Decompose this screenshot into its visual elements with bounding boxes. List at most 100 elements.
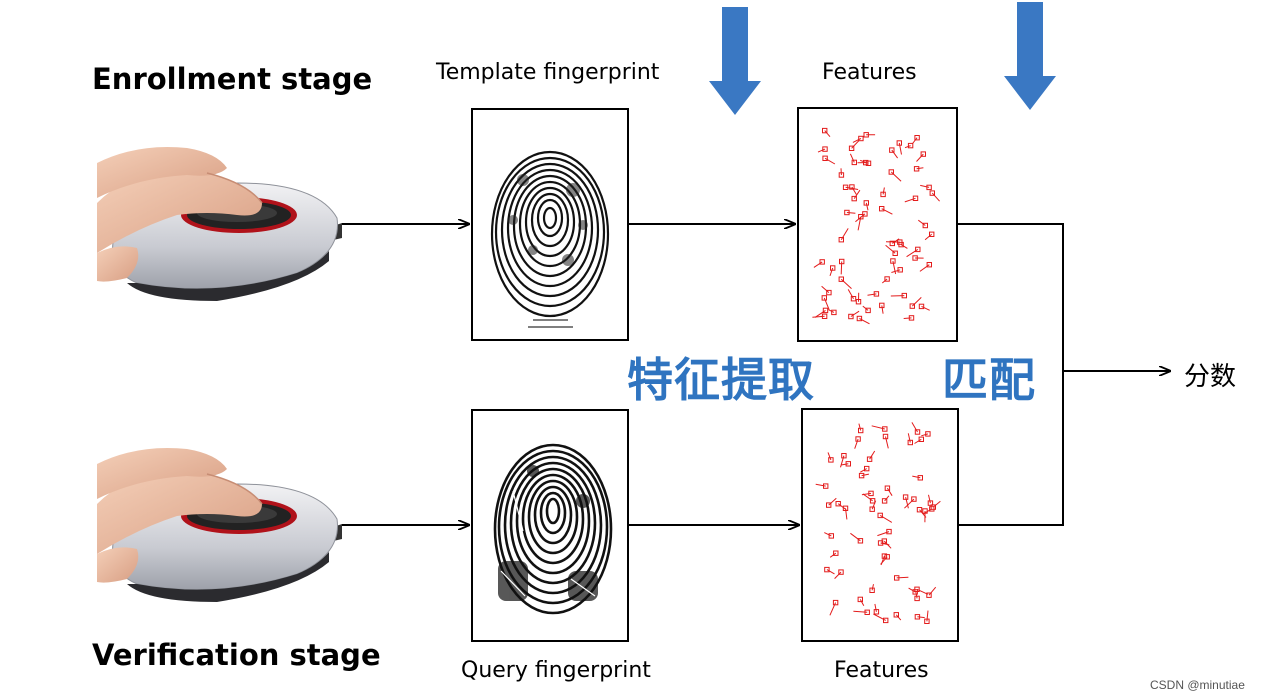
- minutia-marker: [844, 209, 856, 216]
- minutia-marker: [814, 307, 829, 318]
- minutia-marker: [867, 291, 880, 297]
- minutia-marker: [908, 587, 918, 595]
- minutia-marker: [829, 550, 839, 558]
- minutia-marker: [912, 475, 923, 481]
- minutia-marker: [856, 315, 870, 325]
- minutia-marker: [840, 461, 851, 467]
- minutia-marker: [891, 267, 903, 273]
- minutia-marker: [873, 613, 889, 624]
- minutia-marker: [858, 472, 870, 479]
- minutia-marker: [815, 483, 829, 489]
- minutia-marker: [826, 497, 837, 508]
- minutia-marker: [918, 303, 930, 311]
- minutia-marker: [927, 494, 934, 506]
- minutia-marker: [893, 612, 902, 621]
- minutia-marker: [847, 289, 857, 302]
- minutia-marker: [894, 575, 909, 581]
- minutia-marker: [851, 189, 861, 202]
- query-fingerprint-caption: Query fingerprint: [461, 658, 651, 683]
- minutia-marker: [828, 309, 837, 316]
- verification-features-caption: Features: [834, 658, 929, 683]
- minutia-marker: [877, 512, 893, 523]
- minutia-marker: [914, 614, 925, 620]
- verification-stage-title: Verification stage: [92, 638, 381, 672]
- minutia-marker: [860, 465, 870, 473]
- minutia-marker: [914, 590, 920, 602]
- minutia-marker: [877, 528, 892, 537]
- minutia-marker: [857, 214, 864, 231]
- minutia-marker: [904, 142, 914, 149]
- minutia-marker: [850, 532, 864, 544]
- minutia-marker: [880, 187, 886, 198]
- minutia-marker: [882, 433, 889, 449]
- minutia-marker: [863, 200, 869, 211]
- minutia-marker: [812, 313, 828, 320]
- minutia-marker: [857, 596, 865, 607]
- minutia-marker: [896, 140, 902, 155]
- minutia-marker: [860, 159, 872, 166]
- minutia-marker: [827, 452, 834, 463]
- minutia-marker: [852, 135, 864, 143]
- minutia-marker: [884, 485, 893, 496]
- enrollment-minutiae-map: [812, 127, 940, 325]
- minutia-marker: [822, 127, 831, 138]
- minutia-marker: [924, 610, 930, 625]
- minutia-marker: [813, 259, 825, 268]
- verification-scanner-image: [97, 444, 342, 607]
- query-fingerprint-frame: [471, 409, 629, 642]
- minutia-marker: [906, 246, 921, 258]
- minutia-marker: [863, 132, 876, 138]
- minutia-marker: [866, 450, 876, 462]
- minutia-marker: [913, 166, 924, 172]
- minutia-marker: [829, 265, 836, 277]
- minutia-marker: [848, 140, 860, 151]
- minutia-marker: [902, 494, 909, 509]
- minutia-marker: [881, 276, 890, 284]
- minutia-marker: [855, 292, 862, 305]
- minutia-marker: [916, 151, 926, 162]
- minutia-marker: [912, 135, 920, 144]
- minutia-marker: [911, 422, 921, 435]
- minutia-marker: [879, 302, 885, 314]
- minutia-marker: [907, 433, 913, 446]
- minutia-marker: [842, 184, 859, 190]
- matching-bracket: [958, 223, 1064, 526]
- feature-extraction-label: 特征提取: [627, 353, 815, 407]
- template-fingerprint-frame: [471, 108, 629, 341]
- minutia-marker: [817, 146, 828, 153]
- minutia-marker: [853, 609, 870, 616]
- minutia-marker: [848, 310, 860, 320]
- minutia-marker: [824, 532, 835, 539]
- query-fingerprint-image: [493, 443, 613, 615]
- minutia-marker: [849, 153, 857, 166]
- minutia-marker: [912, 255, 924, 261]
- minutia-marker: [862, 493, 876, 504]
- score-label: 分数: [1184, 362, 1237, 392]
- minutia-marker: [929, 190, 940, 202]
- minutia-marker: [881, 495, 890, 504]
- watermark: CSDN @minutiae: [1150, 678, 1245, 692]
- minutia-marker: [885, 244, 898, 257]
- minutia-marker: [821, 285, 832, 296]
- minutia-marker: [920, 184, 932, 191]
- minutia-marker: [871, 425, 888, 432]
- matching-label: 匹配: [942, 353, 1036, 407]
- minutia-marker: [917, 219, 928, 229]
- verification-features-frame: [801, 408, 959, 642]
- minutia-marker: [873, 603, 880, 615]
- minutia-marker: [888, 169, 902, 182]
- minutia-marker: [838, 228, 849, 243]
- minutia-marker: [842, 505, 849, 520]
- minutia-marker: [889, 147, 899, 159]
- minutia-marker: [930, 500, 941, 510]
- minutia-marker: [829, 599, 839, 616]
- template-fingerprint-caption: Template fingerprint: [436, 60, 660, 85]
- minutia-marker: [838, 276, 852, 289]
- minutia-marker: [880, 554, 890, 565]
- minutia-marker: [924, 231, 935, 241]
- minutia-marker: [919, 262, 933, 272]
- minutia-marker: [834, 569, 844, 579]
- minutia-marker: [869, 584, 875, 594]
- minutia-marker: [904, 496, 917, 509]
